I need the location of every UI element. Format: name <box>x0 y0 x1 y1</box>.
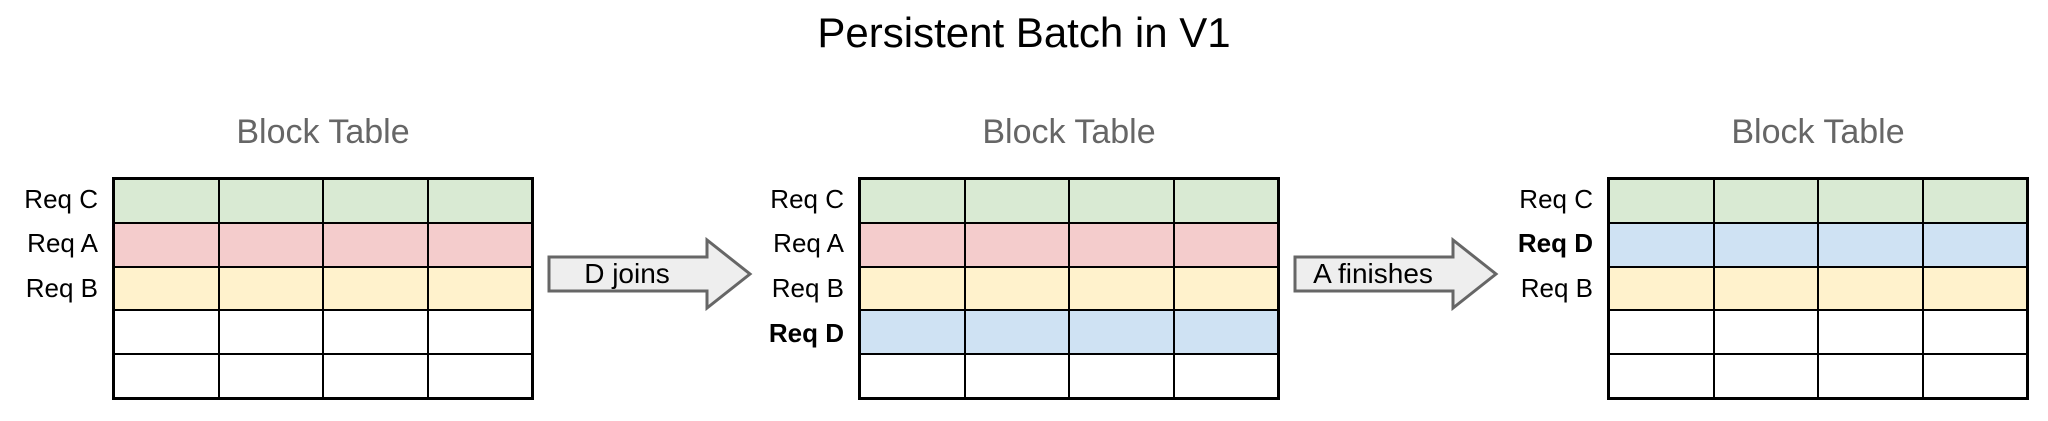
page-title: Persistent Batch in V1 <box>817 9 1231 56</box>
block-cell <box>324 180 427 222</box>
block-cell <box>965 311 1068 354</box>
block-cell <box>324 267 427 310</box>
block-cell <box>1610 311 1713 354</box>
transition-a-finishes: A finishes <box>1293 237 1499 311</box>
block-cell <box>861 355 964 397</box>
block-cell <box>1610 223 1713 266</box>
block-cell <box>219 180 322 222</box>
block-cell <box>965 355 1068 397</box>
block-cell <box>1070 355 1173 397</box>
block-cell <box>428 355 531 397</box>
block-cell <box>1923 223 2026 266</box>
block-cell <box>219 311 322 354</box>
block-cell <box>1714 267 1817 310</box>
block-cell <box>324 355 427 397</box>
block-cell <box>861 311 964 354</box>
block-cell <box>428 311 531 354</box>
row-label: Req D <box>1517 228 1593 259</box>
block-cell <box>1174 180 1277 222</box>
block-cell <box>1610 267 1713 310</box>
row-label: Req B <box>1520 272 1593 303</box>
row-label <box>1487 355 1607 400</box>
row-label: Req C <box>770 183 844 214</box>
block-cell <box>1070 311 1173 354</box>
block-cell <box>428 223 531 266</box>
row-label: Req C <box>1519 183 1593 214</box>
block-table-grid <box>858 177 1280 400</box>
block-cell <box>219 355 322 397</box>
block-cell <box>861 267 964 310</box>
block-cell <box>115 180 218 222</box>
block-cell <box>1174 311 1277 354</box>
block-cell <box>115 223 218 266</box>
block-cell <box>1714 355 1817 397</box>
block-cell <box>219 223 322 266</box>
block-table-title: Block Table <box>1731 113 1905 151</box>
block-cell <box>324 223 427 266</box>
block-cell <box>1819 180 1922 222</box>
row-label <box>0 311 112 356</box>
row-label <box>738 355 858 400</box>
block-table-panel-1: Block Table Req C Req A Req B <box>0 113 534 400</box>
block-cell <box>428 267 531 310</box>
block-cell <box>428 180 531 222</box>
row-label <box>1487 311 1607 356</box>
block-cell <box>324 311 427 354</box>
block-cell <box>1174 223 1277 266</box>
block-cell <box>1819 267 1922 310</box>
block-cell <box>1923 267 2026 310</box>
block-cell <box>115 267 218 310</box>
block-cell <box>1923 180 2026 222</box>
block-table-panel-2: Block Table Req C Req A Req B Req D <box>738 113 1280 400</box>
row-label: Req D <box>768 317 844 348</box>
block-cell <box>219 267 322 310</box>
block-cell <box>1819 355 1922 397</box>
block-cell <box>1714 311 1817 354</box>
block-cell <box>115 355 218 397</box>
block-cell <box>115 311 218 354</box>
block-cell <box>1819 223 1922 266</box>
block-table-grid <box>1607 177 2029 400</box>
row-labels: Req C Req A Req B Req D <box>738 177 858 400</box>
block-cell <box>965 180 1068 222</box>
arrow-label: A finishes <box>1313 258 1433 289</box>
block-cell <box>861 223 964 266</box>
block-cell <box>1923 355 2026 397</box>
row-label: Req A <box>27 228 98 259</box>
block-table-title: Block Table <box>982 113 1156 151</box>
row-label: Req A <box>773 228 844 259</box>
row-labels: Req C Req A Req B <box>0 177 112 400</box>
row-label <box>0 355 112 400</box>
block-cell <box>965 223 1068 266</box>
block-cell <box>1714 223 1817 266</box>
block-cell <box>1174 355 1277 397</box>
block-cell <box>1714 180 1817 222</box>
block-cell <box>1610 180 1713 222</box>
block-cell <box>1923 311 2026 354</box>
block-cell <box>1174 267 1277 310</box>
row-label: Req B <box>25 272 98 303</box>
block-table-title: Block Table <box>236 113 410 151</box>
block-cell <box>1610 355 1713 397</box>
row-label: Req B <box>771 272 844 303</box>
block-cell <box>965 267 1068 310</box>
block-table-panel-3: Block Table Req C Req D Req B <box>1487 113 2029 400</box>
right-block-arrow-icon <box>1293 237 1499 311</box>
right-block-arrow-icon <box>547 237 753 311</box>
arrow-label: D joins <box>584 258 670 289</box>
row-labels: Req C Req D Req B <box>1487 177 1607 400</box>
block-table-grid <box>112 177 534 400</box>
transition-d-joins: D joins <box>547 237 753 311</box>
block-cell <box>1819 311 1922 354</box>
block-cell <box>1070 180 1173 222</box>
block-cell <box>861 180 964 222</box>
block-cell <box>1070 267 1173 310</box>
block-cell <box>1070 223 1173 266</box>
row-label: Req C <box>24 183 98 214</box>
